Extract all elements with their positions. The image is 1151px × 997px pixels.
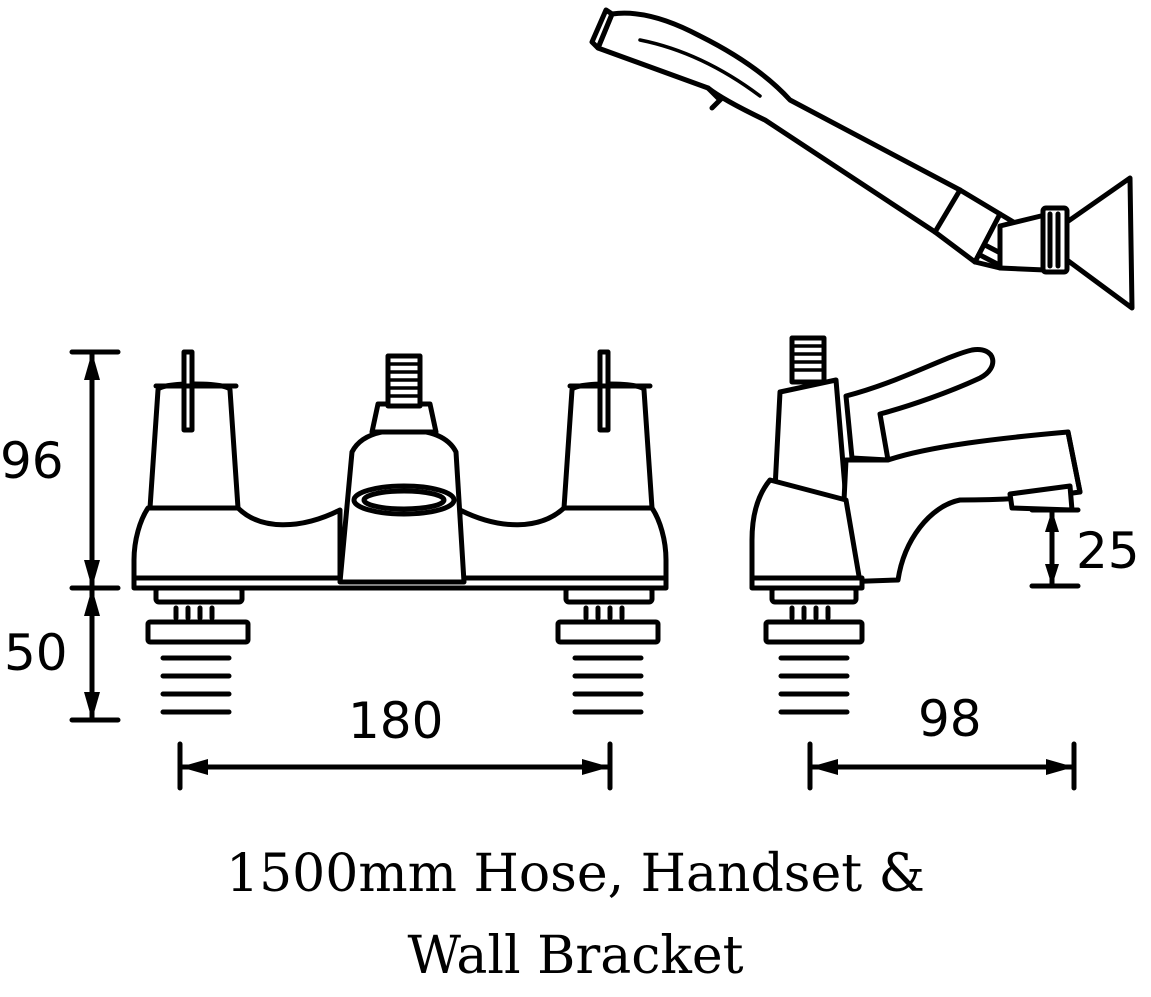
dimension-25: 25 [1029, 507, 1140, 589]
dimension-96-label: 96 [0, 432, 64, 490]
dimension-50: 50 [4, 585, 121, 723]
mixer-side-view [749, 335, 1083, 715]
dimension-96: 96 [0, 349, 121, 591]
dimension-180: 180 [177, 692, 613, 791]
mixer-front-view [131, 349, 669, 715]
dimension-25-label: 25 [1076, 522, 1140, 580]
caption-line-1: 1500mm Hose, Handset & [226, 844, 925, 904]
shower-handset-illustration [589, 7, 1135, 311]
dimension-50-label: 50 [4, 624, 68, 682]
dimension-180-label: 180 [348, 692, 443, 750]
dimension-98: 98 [807, 690, 1077, 791]
caption-line-2: Wall Bracket [407, 926, 744, 986]
dimension-98-label: 98 [918, 690, 982, 748]
